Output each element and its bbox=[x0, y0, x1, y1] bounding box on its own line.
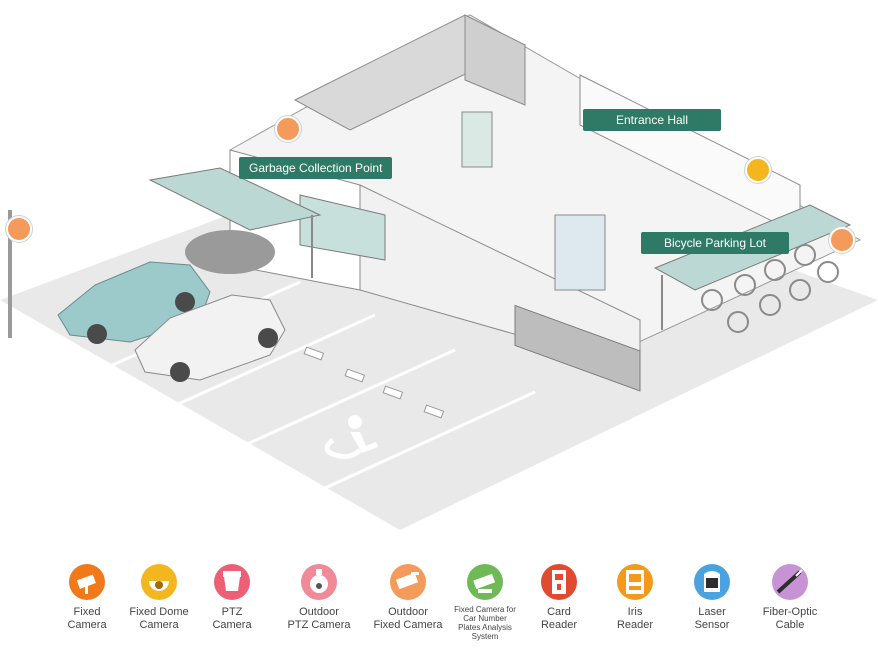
legend-label: Fiber-Optic Cable bbox=[762, 606, 818, 631]
ptz-camera-icon bbox=[214, 564, 250, 600]
legend-label: Fixed Camera bbox=[67, 606, 107, 631]
legend-item-outdoor-fixed-camera: Outdoor Fixed Camera bbox=[363, 564, 453, 632]
outdoor-fixed-camera-marker-garbage[interactable] bbox=[275, 116, 301, 142]
legend-item-fixed-dome-camera: Fixed Dome Camera bbox=[114, 564, 204, 632]
legend-label: Card Reader bbox=[540, 606, 578, 631]
legend-label: Fixed Camera for Car Number Plates Analy… bbox=[454, 605, 516, 641]
legend-item-fixed-camera: Fixed Camera bbox=[42, 564, 132, 632]
legend-label: PTZ Camera bbox=[212, 606, 252, 631]
legend-item-laser-sensor: Laser Sensor bbox=[667, 564, 757, 632]
parking-lines bbox=[89, 280, 536, 490]
garbage-bags bbox=[185, 230, 275, 274]
legend-item-outdoor-ptz-camera: Outdoor PTZ Camera bbox=[274, 564, 364, 632]
iris-reader-icon bbox=[617, 564, 653, 600]
entrance-hall-label: Entrance Hall bbox=[583, 109, 721, 131]
legend-item-car-plate-camera: Fixed Camera for Car Number Plates Analy… bbox=[440, 564, 530, 641]
legend-label: Outdoor Fixed Camera bbox=[373, 606, 443, 631]
outdoor-fixed-camera-icon bbox=[390, 564, 426, 600]
garbage-canopy bbox=[148, 167, 322, 231]
legend-item-fiber-optic-cable: Fiber-Optic Cable bbox=[745, 564, 835, 632]
outdoor-ptz-camera-icon bbox=[301, 564, 337, 600]
garbage-containers bbox=[299, 194, 386, 261]
legend-label: Laser Sensor bbox=[694, 606, 730, 631]
legend-item-iris-reader: Iris Reader bbox=[590, 564, 680, 632]
mailboxes bbox=[514, 304, 641, 392]
car-plate-camera-icon bbox=[467, 564, 503, 600]
outdoor-fixed-camera-marker-pole[interactable] bbox=[6, 216, 32, 242]
legend-label: Outdoor PTZ Camera bbox=[287, 606, 351, 631]
bicycle-parking-lot-label: Bicycle Parking Lot bbox=[641, 232, 789, 254]
device-legend: Fixed Camera Fixed Dome Camera PTZ Camer… bbox=[0, 560, 878, 649]
white-car bbox=[134, 294, 286, 382]
bicycles bbox=[701, 244, 839, 333]
garbage-collection-point-label: Garbage Collection Point bbox=[239, 157, 393, 179]
legend-item-ptz-camera: PTZ Camera bbox=[187, 564, 277, 632]
wheel-stops bbox=[303, 346, 445, 419]
scene-illustration bbox=[0, 14, 878, 530]
fiber-optic-cable-icon bbox=[772, 564, 808, 600]
accessible-parking-icon bbox=[324, 415, 378, 460]
outdoor-fixed-camera-marker-bicycle[interactable] bbox=[829, 227, 855, 253]
fixed-camera-icon bbox=[69, 564, 105, 600]
back-wall bbox=[464, 14, 526, 106]
elevator-door bbox=[461, 111, 493, 168]
fixed-dome-camera-marker[interactable] bbox=[745, 157, 771, 183]
fixed-dome-camera-icon bbox=[141, 564, 177, 600]
entrance-door bbox=[554, 214, 606, 291]
card-reader-icon bbox=[541, 564, 577, 600]
legend-item-card-reader: Card Reader bbox=[514, 564, 604, 632]
legend-label: Fixed Dome Camera bbox=[129, 606, 189, 631]
building-isometric-scene: Entrance Hall Garbage Collection Point B… bbox=[0, 14, 878, 530]
legend-label: Iris Reader bbox=[616, 606, 654, 631]
laser-sensor-icon bbox=[694, 564, 730, 600]
